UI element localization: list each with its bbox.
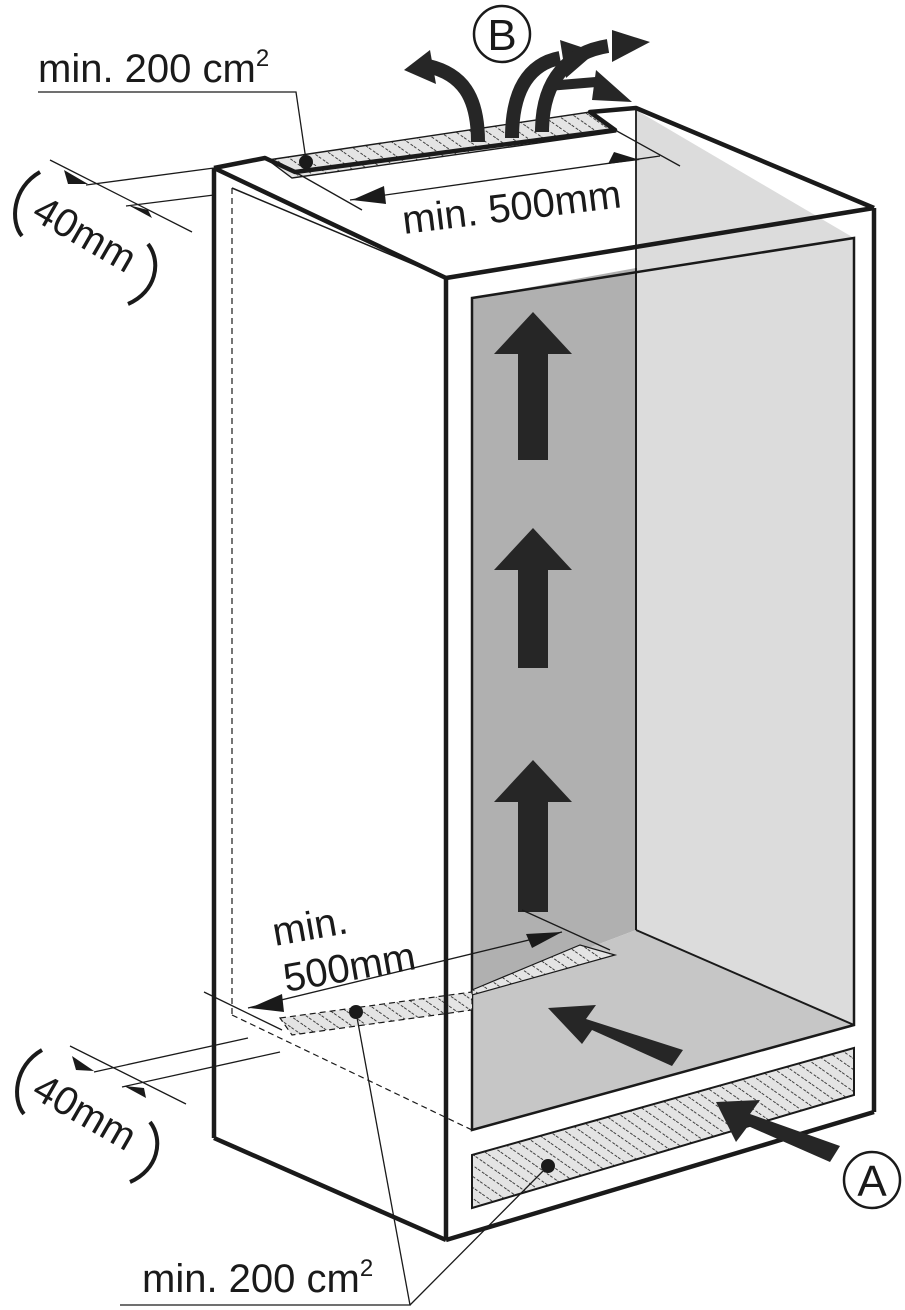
bottom-vent-rear (278, 991, 473, 1036)
bottom-gap-label: 40mm (26, 1066, 144, 1160)
marker-b-label: B (487, 11, 516, 60)
exhaust-arrow-center (505, 51, 562, 139)
front-grille (471, 1046, 855, 1210)
top-gap-close-paren (127, 242, 158, 306)
bottom-gap-close-paren (129, 1120, 160, 1184)
floor-back-line (635, 929, 855, 1026)
exhaust-arrow-back (547, 77, 597, 91)
gap-brackets (13, 170, 160, 1184)
exhaust-arrows (404, 30, 650, 143)
bottom-gap-open-paren (15, 1048, 44, 1116)
marker-a: A (842, 1150, 902, 1210)
grille-area-dot (541, 1159, 555, 1173)
airflow-up-arrow (494, 760, 572, 912)
airflow-arrows (494, 312, 840, 1162)
top-area-dot (299, 155, 313, 169)
airflow-up-arrow (494, 528, 572, 668)
marker-a-label: A (857, 1157, 887, 1206)
bottom-width-dim (247, 931, 563, 1009)
top-width-label: min. 500mm (400, 172, 624, 242)
cabinet-bottom-left (213, 1135, 447, 1243)
exhaust-arrow-left (426, 59, 485, 143)
dimension-lines (49, 129, 681, 1105)
marker-a-circle (842, 1150, 902, 1210)
top-gap-open-paren (13, 170, 42, 238)
side-wall (636, 110, 854, 1025)
back-wall (472, 268, 636, 992)
exhaust-arrow-right-head (612, 30, 650, 62)
marker-b-circle (472, 4, 532, 64)
marker-b: B (472, 4, 532, 64)
bottom-area-label: min. 200 cm2 (142, 1255, 373, 1301)
bottom-gap-dim (69, 1045, 187, 1105)
top-width-ext-left (294, 171, 363, 211)
bottom-gap-ext-a (93, 1037, 249, 1073)
top-width-ext-right (614, 129, 681, 167)
niche-floor (472, 930, 854, 1130)
top-gap-ext-b (125, 194, 215, 207)
top-gap-ext-a (85, 167, 215, 186)
cabinet-inner-back-edge (231, 187, 447, 279)
dimension-arrowheads (64, 152, 640, 1098)
top-area-label: min. 200 cm2 (38, 45, 269, 91)
top-area-leader (38, 91, 307, 161)
bottom-gap-ext-b (121, 1051, 281, 1088)
bottom-width-ext-right (521, 909, 611, 951)
leader-dots (299, 155, 555, 1173)
top-gap-dim (49, 159, 193, 233)
hidden-edges (231, 188, 473, 1131)
exhaust-arrow-back-head (592, 70, 632, 102)
bottom-area-leader-2 (409, 1165, 549, 1306)
airflow-floor-arrow (548, 1005, 683, 1066)
bottom-area-dot (349, 1005, 363, 1019)
bottom-width-ext-left (203, 991, 283, 1031)
exhaust-arrow-right (535, 39, 610, 133)
top-gap-label: 40mm (26, 188, 144, 282)
leader-lines (38, 91, 549, 1306)
niche-interior (470, 110, 856, 1132)
exhaust-arrow-left-head (404, 50, 436, 84)
top-width-dim (349, 155, 661, 201)
airflow-inlet-arrow (716, 1100, 840, 1162)
cabinet-outline (211, 105, 877, 1243)
airflow-up-arrow (494, 312, 572, 460)
